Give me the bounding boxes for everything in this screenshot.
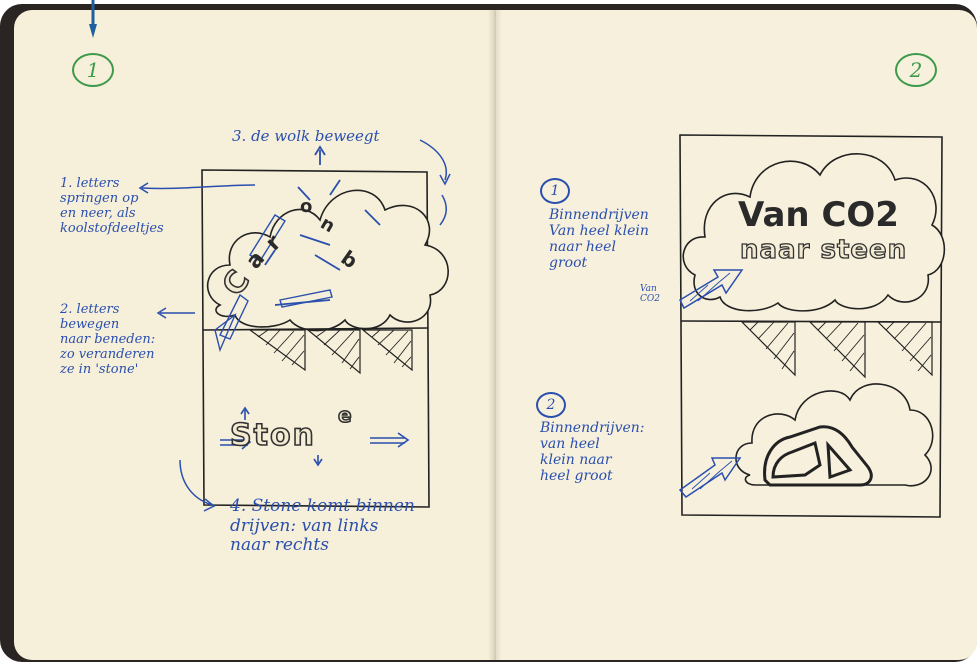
title-van-co2: Van CO2 <box>738 195 899 235</box>
note-van-co2-small: Van CO2 <box>640 284 660 305</box>
page-number-1: 1 <box>72 53 114 87</box>
arrow-down-icon <box>89 0 97 38</box>
note-drift-in-1: Binnendrijven Van heel klein naar heel g… <box>549 207 649 271</box>
storyboard-frame-right <box>670 125 960 530</box>
note-drift-in-2: Binnendrijven: van heel klein naar heel … <box>540 420 645 484</box>
title-naar-steen: naar steen <box>740 235 907 265</box>
step-number-2: 2 <box>536 392 566 418</box>
page-gutter <box>488 10 502 660</box>
annotation-arrows-left <box>100 130 480 530</box>
page-number-2: 2 <box>895 53 937 87</box>
step-number-1: 1 <box>540 178 570 204</box>
